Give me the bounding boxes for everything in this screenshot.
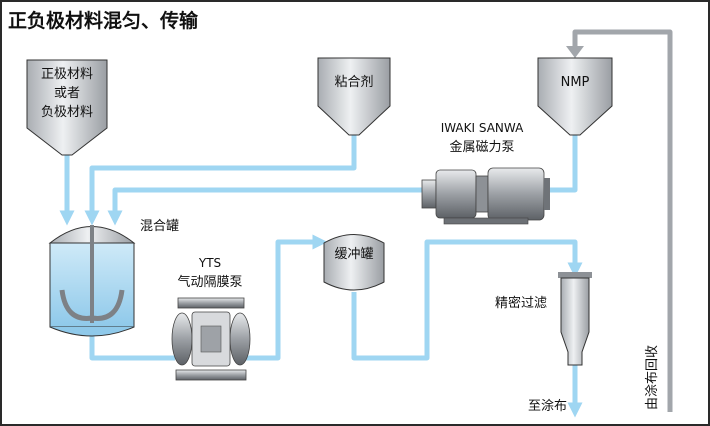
hopper-electrode-line-3: 负极材料 [41, 105, 93, 120]
hopper-electrode: 正极材料 或者 负极材料 [26, 59, 108, 156]
hopper-binder: 粘合剂 [317, 57, 391, 136]
buffer-tank-label: 缓冲罐 [334, 247, 373, 262]
mixer-tank: 混合罐 [48, 219, 179, 337]
magnetic-pump-brand: IWAKI SANWA [441, 121, 524, 135]
diaphragm-pump: YTS 气动隔膜泵 [171, 256, 251, 381]
pipe-binder-to-mixer [84, 135, 357, 226]
diaphragm-pump-brand: YTS [198, 256, 221, 270]
magnetic-pump: IWAKI SANWA 金属磁力泵 [421, 121, 550, 225]
buffer-tank: 缓冲罐 [323, 234, 385, 291]
hopper-electrode-line-1: 正极材料 [41, 67, 93, 82]
recycle-pipe [566, 29, 673, 412]
pipe-network [59, 135, 583, 418]
diaphragm-pump-name: 气动隔膜泵 [177, 274, 242, 290]
outlet-label: 至涂布 [528, 398, 567, 414]
pipe-mixer-to-diaphragm [89, 332, 175, 361]
hopper-nmp: NMP [537, 57, 613, 136]
pipe-diaphragm-to-buffer [240, 234, 328, 361]
hopper-electrode-line-2: 或者 [54, 86, 80, 101]
pipe-buffer-to-filter [351, 239, 583, 361]
recycle-label: 由涂布回收 [644, 345, 660, 410]
hopper-nmp-label: NMP [561, 75, 590, 90]
magnetic-pump-name: 金属磁力泵 [449, 139, 514, 155]
mixer-label: 混合罐 [140, 219, 179, 234]
diagram-title: 正负极材料混匀、传输 [8, 9, 199, 32]
hopper-binder-label: 粘合剂 [334, 75, 373, 90]
precision-filter: 精密过滤 [495, 272, 592, 366]
pipe-nmp-to-pump [540, 135, 578, 193]
pipe-pump-to-mixer [107, 187, 430, 226]
filter-label: 精密过滤 [495, 295, 547, 311]
